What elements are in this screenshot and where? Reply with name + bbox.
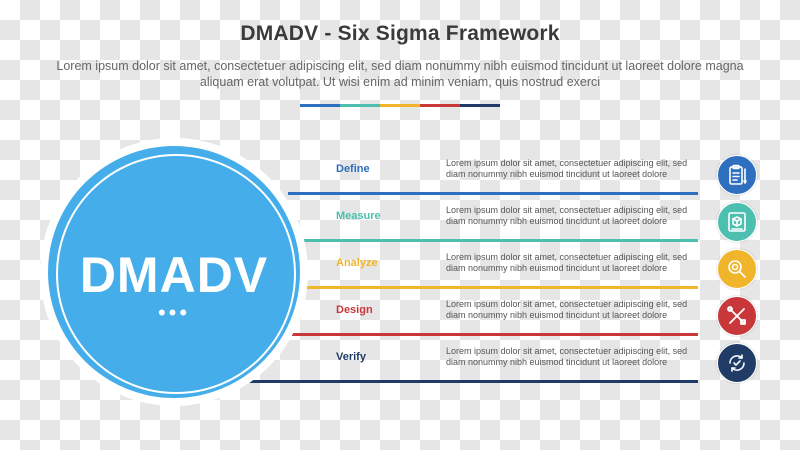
dmadv-circle-fill: DMADV ••• — [48, 146, 300, 398]
color-bar — [300, 104, 500, 107]
step-description: Lorem ipsum dolor sit amet, consectetuer… — [446, 205, 688, 226]
color-bar-segment-4 — [420, 104, 460, 107]
page-title: DMADV - Six Sigma Framework — [240, 22, 560, 45]
step-row-analyze: Analyze Lorem ipsum dolor sit amet, cons… — [0, 249, 800, 296]
step-label: Measure — [336, 210, 381, 222]
step-description: Lorem ipsum dolor sit amet, consectetuer… — [446, 346, 688, 367]
step-description: Lorem ipsum dolor sit amet, consectetuer… — [446, 158, 688, 179]
magnifier-icon — [717, 249, 757, 289]
step-description: Lorem ipsum dolor sit amet, consectetuer… — [446, 299, 688, 320]
step-description: Lorem ipsum dolor sit amet, consectetuer… — [446, 252, 688, 273]
step-label: Verify — [336, 351, 366, 363]
dmadv-circle-ring — [56, 154, 296, 394]
step-line — [300, 286, 698, 289]
step-line — [290, 333, 698, 336]
box-icon — [717, 202, 757, 242]
color-bar-segment-1 — [300, 104, 340, 107]
step-row-design: Design Lorem ipsum dolor sit amet, conse… — [0, 296, 800, 343]
step-row-measure: Measure Lorem ipsum dolor sit amet, cons… — [0, 202, 800, 249]
step-row-verify: Verify Lorem ipsum dolor sit amet, conse… — [0, 343, 800, 390]
dmadv-circle: DMADV ••• — [40, 138, 308, 406]
circle-title: DMADV — [79, 247, 269, 303]
color-bar-segment-5 — [460, 104, 500, 107]
step-line — [288, 192, 698, 195]
step-row-define: Define Lorem ipsum dolor sit amet, conse… — [0, 155, 800, 202]
step-label: Analyze — [336, 257, 378, 269]
check-cycle-icon — [717, 343, 757, 383]
step-label: Define — [336, 163, 370, 175]
tools-icon — [717, 296, 757, 336]
step-line — [250, 380, 698, 383]
circle-dots: ••• — [157, 300, 191, 325]
clipboard-icon — [717, 155, 757, 195]
step-line — [300, 239, 698, 242]
color-bar-segment-3 — [380, 104, 420, 107]
step-label: Design — [336, 304, 373, 316]
color-bar-segment-2 — [340, 104, 380, 107]
page-subtitle: Lorem ipsum dolor sit amet, consectetuer… — [56, 59, 744, 89]
